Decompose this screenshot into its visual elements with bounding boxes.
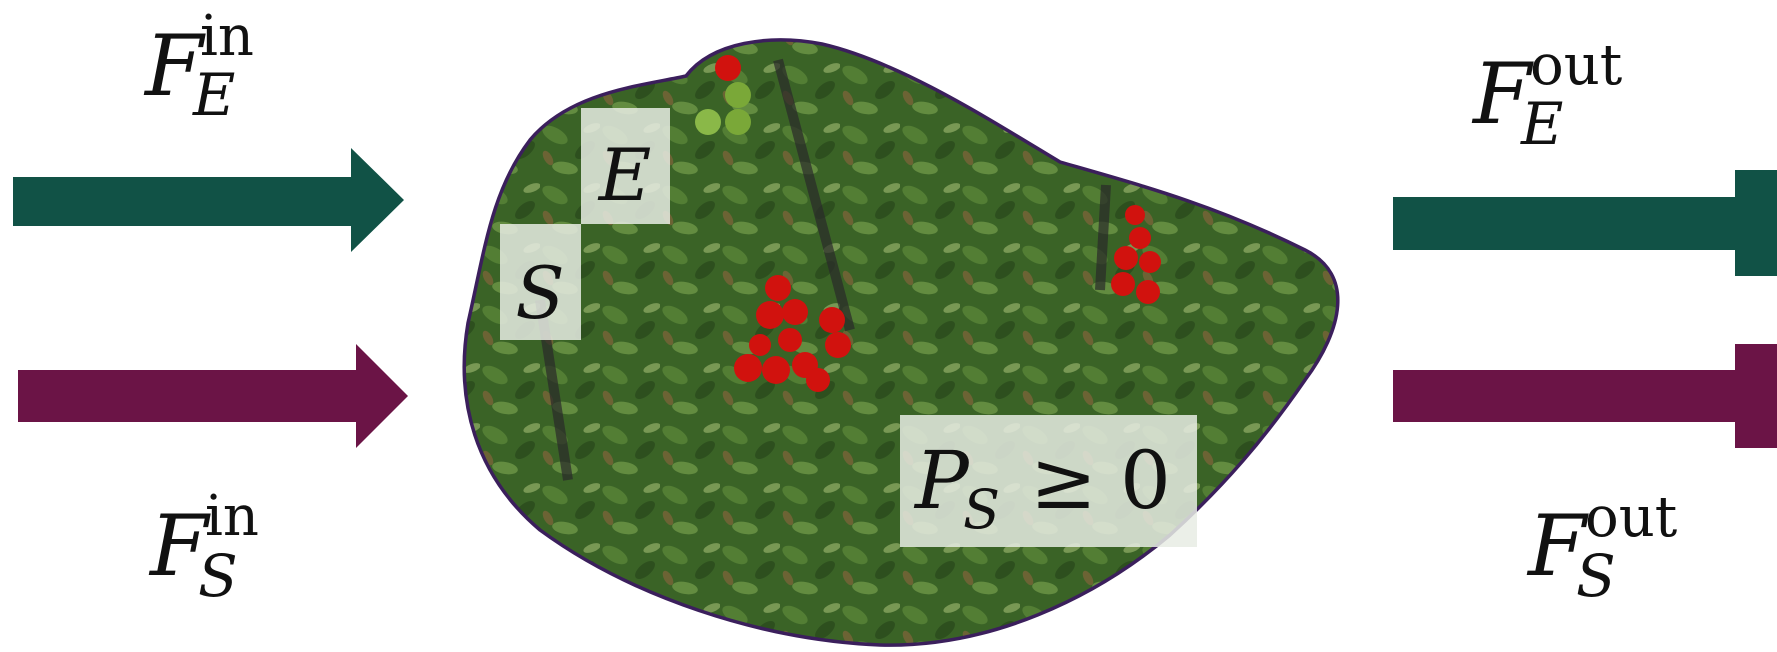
substance-out-label: F S out — [1526, 485, 1678, 610]
energy-in-label: F E in — [143, 4, 254, 129]
energy-out-sup: out — [1530, 33, 1623, 98]
energy-in-arrow — [13, 148, 404, 252]
energy-box-label: E — [597, 133, 652, 217]
production-relation: ≥ — [1030, 434, 1097, 527]
substance-box-label: S — [515, 251, 564, 335]
production-sub: S — [963, 478, 1000, 541]
production-constraint: P S ≥ 0 — [913, 434, 1171, 541]
substance-in-arrow — [18, 344, 408, 448]
energy-in-sup: in — [200, 4, 254, 69]
energy-out-label: F E out — [1471, 33, 1623, 158]
tomato-plant-photo — [440, 30, 1360, 652]
energy-in-sub: E — [192, 61, 235, 129]
substance-out-arrow — [1393, 344, 1777, 448]
substance-out-sub: S — [1576, 542, 1616, 610]
substance-in-sub: S — [198, 542, 238, 610]
production-rhs: 0 — [1120, 434, 1171, 527]
substance-out-sup: out — [1585, 485, 1678, 550]
substance-in-label: F S in — [148, 484, 259, 610]
energy-out-sub: E — [1520, 90, 1563, 158]
energy-out-arrow — [1393, 170, 1777, 276]
production-base: P — [913, 434, 970, 527]
substance-in-sup: in — [205, 484, 259, 549]
